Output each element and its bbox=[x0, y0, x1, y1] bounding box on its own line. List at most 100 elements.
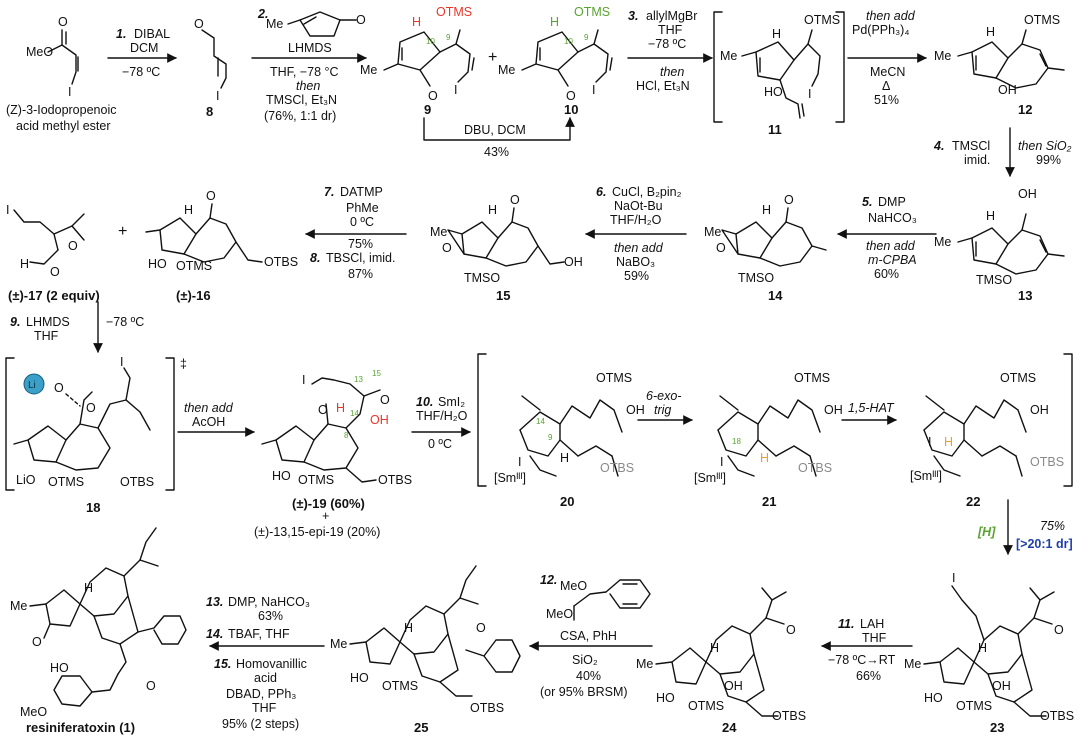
step7-number: 7. bbox=[324, 185, 334, 199]
step14-number: 14. bbox=[206, 627, 223, 641]
c1-o: O bbox=[32, 635, 42, 649]
c15-tmso: TMSO bbox=[464, 271, 500, 285]
step11-r1: LAH bbox=[860, 617, 884, 631]
c15-ep: O bbox=[442, 241, 452, 255]
c17-i: I bbox=[6, 203, 9, 217]
step4-r4: 99% bbox=[1036, 153, 1061, 167]
compound-14-structure bbox=[721, 207, 827, 267]
c19-n13: 13 bbox=[354, 375, 363, 384]
c19-oh: OH bbox=[370, 413, 389, 427]
c8-o: O bbox=[194, 17, 204, 31]
c23-otbs: OTBS bbox=[1040, 709, 1074, 723]
c1-meo: MeO bbox=[20, 705, 47, 719]
start-o: O bbox=[58, 15, 68, 29]
c20-otms: OTMS bbox=[596, 371, 632, 385]
c25-label: 25 bbox=[414, 720, 428, 735]
c10-n9: 9 bbox=[584, 33, 589, 42]
c9-o: O bbox=[428, 89, 438, 103]
c10-o: O bbox=[566, 89, 576, 103]
c16-ho: HO bbox=[148, 257, 167, 271]
c24-label: 24 bbox=[722, 720, 737, 735]
c8-label: 8 bbox=[206, 104, 213, 119]
c21-otbs: OTBS bbox=[798, 461, 832, 475]
step10-r1: SmI₂ bbox=[438, 395, 465, 409]
step1-r1: DIBAL bbox=[134, 27, 170, 41]
c1-me: Me bbox=[10, 599, 27, 613]
start-ester-structure bbox=[47, 29, 79, 85]
step3-r4: then bbox=[660, 65, 684, 79]
step6-r3: THF/H₂O bbox=[610, 213, 662, 227]
step12-ome1: MeO bbox=[560, 579, 587, 593]
c19-n14: 14 bbox=[350, 409, 359, 418]
step15-r4: Homovanillic bbox=[236, 657, 307, 671]
bracket-18-right bbox=[165, 357, 175, 491]
ts18-dagger: ‡ bbox=[180, 357, 187, 371]
c13-tmso: TMSO bbox=[976, 273, 1012, 287]
c8-i: I bbox=[216, 89, 219, 103]
c1-ho: HO bbox=[50, 661, 69, 675]
c24-me: Me bbox=[636, 657, 653, 671]
c22-label: 22 bbox=[966, 494, 980, 509]
step4-r3: then SiO₂ bbox=[1018, 139, 1072, 153]
compound-11-structure bbox=[741, 29, 821, 119]
step15-r6: DBAD, PPh₃ bbox=[226, 687, 296, 701]
step15-r5: acid bbox=[254, 671, 277, 685]
c21-sm: [Smᴵᴵᴵ] bbox=[694, 471, 726, 485]
c16-h: H bbox=[184, 203, 193, 217]
c23-o: O bbox=[1054, 623, 1064, 637]
c20-oh: OH bbox=[626, 403, 645, 417]
c20-h1: H bbox=[560, 451, 569, 465]
ts18-li: Li bbox=[28, 380, 36, 391]
ts18-o1: O bbox=[54, 381, 64, 395]
c19-label: (±)-19 (60%) bbox=[292, 496, 365, 511]
step6-number: 6. bbox=[596, 185, 606, 199]
c25-h: H bbox=[404, 621, 413, 635]
step2-r3: then bbox=[296, 79, 320, 93]
c9-n9: 9 bbox=[446, 33, 451, 42]
c19-o: O bbox=[318, 403, 328, 417]
c25-otbs: OTBS bbox=[470, 701, 504, 715]
exo-r2: trig bbox=[654, 403, 671, 417]
c24-ho: HO bbox=[656, 691, 675, 705]
c14-h: H bbox=[762, 203, 771, 217]
step12-r3: 40% bbox=[576, 669, 601, 683]
step2-me: Me bbox=[266, 17, 283, 31]
step9-r3: THF bbox=[34, 329, 59, 343]
c14-o: O bbox=[784, 193, 794, 207]
c14-tmso: TMSO bbox=[738, 271, 774, 285]
bracket-18-left bbox=[5, 357, 15, 491]
c19-plus: + bbox=[322, 509, 329, 523]
c19-h: H bbox=[336, 401, 345, 415]
step13-r1: DMP, NaHCO₃ bbox=[228, 595, 310, 609]
c25-otms: OTMS bbox=[382, 679, 418, 693]
c24-otms: OTMS bbox=[688, 699, 724, 713]
plus-2: + bbox=[118, 223, 127, 240]
c17-ep: O bbox=[68, 239, 78, 253]
step8-number: 8. bbox=[310, 251, 320, 265]
step11-number: 11. bbox=[838, 617, 854, 631]
c23-label: 23 bbox=[990, 720, 1004, 735]
ts18-label: 18 bbox=[86, 500, 100, 515]
c10-h: H bbox=[550, 15, 559, 29]
ts18-o2: O bbox=[86, 401, 96, 415]
c11-i: I bbox=[808, 87, 811, 101]
c9-h: H bbox=[412, 15, 421, 29]
h-step-r3: [>20:1 dr] bbox=[1016, 537, 1073, 551]
step3-r3: −78 ºC bbox=[648, 37, 686, 51]
c16-o: O bbox=[206, 189, 216, 203]
c10-otms: OTMS bbox=[574, 5, 610, 19]
step2-number: 2. bbox=[257, 7, 268, 21]
step5-r5: 60% bbox=[874, 267, 899, 281]
c24-oh: OH bbox=[724, 679, 743, 693]
dimethoxy-reagent bbox=[573, 579, 651, 621]
step14-r3: TBAF, THF bbox=[228, 627, 290, 641]
c12-label: 12 bbox=[1018, 102, 1032, 117]
c20-n9: 9 bbox=[548, 433, 553, 442]
c15-h: H bbox=[488, 203, 497, 217]
step12-number: 12. bbox=[540, 573, 557, 587]
step8-r6: 87% bbox=[348, 267, 373, 281]
c12-h: H bbox=[986, 25, 995, 39]
c11-otms: OTMS bbox=[804, 13, 840, 27]
c14-me: Me bbox=[704, 225, 721, 239]
compound-13-structure bbox=[957, 213, 1065, 275]
